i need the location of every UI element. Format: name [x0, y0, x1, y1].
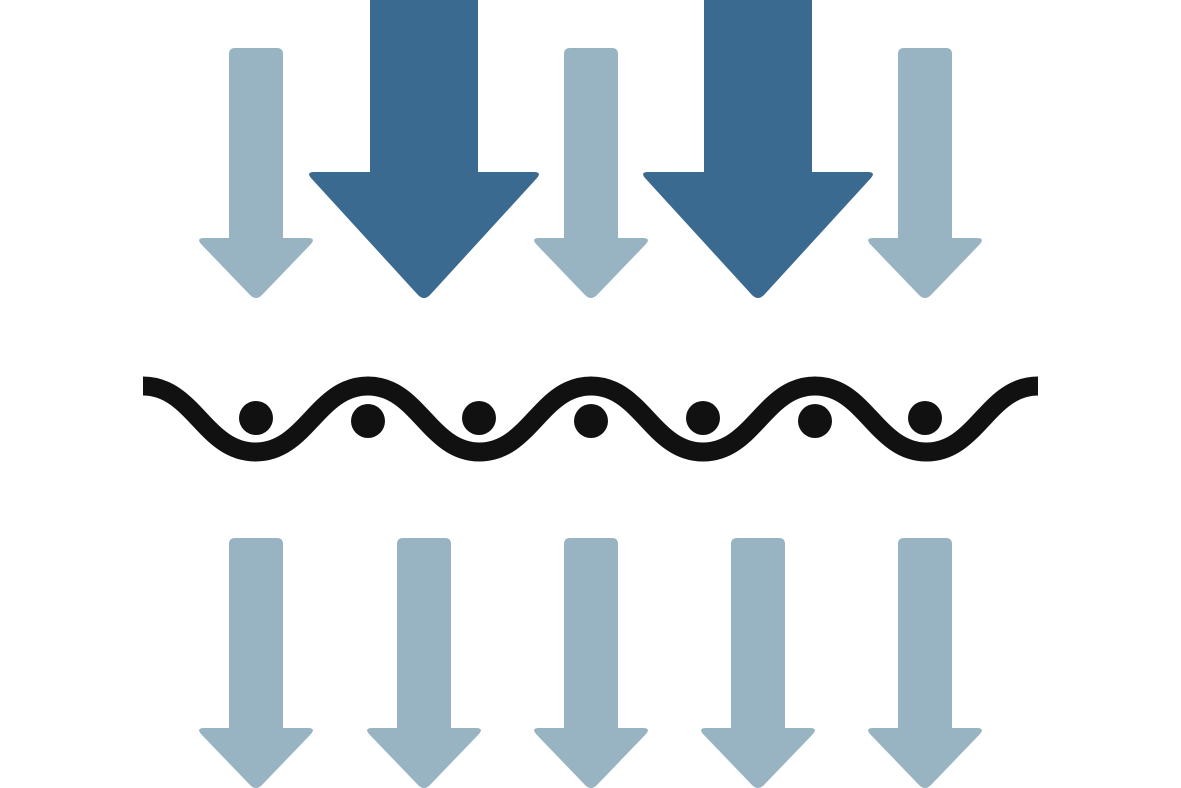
particle-3	[462, 401, 496, 435]
membrane-wave-line	[142, 376, 1039, 462]
particle-6	[798, 404, 832, 438]
filter-membrane	[142, 376, 1039, 462]
incoming-arrow-4-icon	[643, 0, 873, 298]
filtered-arrow-1-icon	[199, 538, 313, 788]
filtered-arrow-2-icon	[367, 538, 481, 788]
trapped-particles	[239, 401, 942, 438]
filtered-arrow-4-icon	[701, 538, 815, 788]
incoming-arrow-2-icon	[309, 0, 539, 298]
incoming-arrow-5-icon	[868, 48, 982, 298]
particle-7	[908, 401, 942, 435]
particle-1	[239, 401, 273, 435]
filtered-arrow-3-icon	[534, 538, 648, 788]
particle-5	[686, 401, 720, 435]
filtered-arrows-row	[199, 538, 982, 788]
incoming-arrow-1-icon	[199, 48, 313, 298]
particle-4	[574, 404, 608, 438]
particle-2	[351, 404, 385, 438]
incoming-arrows-row	[199, 0, 982, 298]
incoming-arrow-3-icon	[534, 48, 648, 298]
filtered-arrow-5-icon	[868, 538, 982, 788]
